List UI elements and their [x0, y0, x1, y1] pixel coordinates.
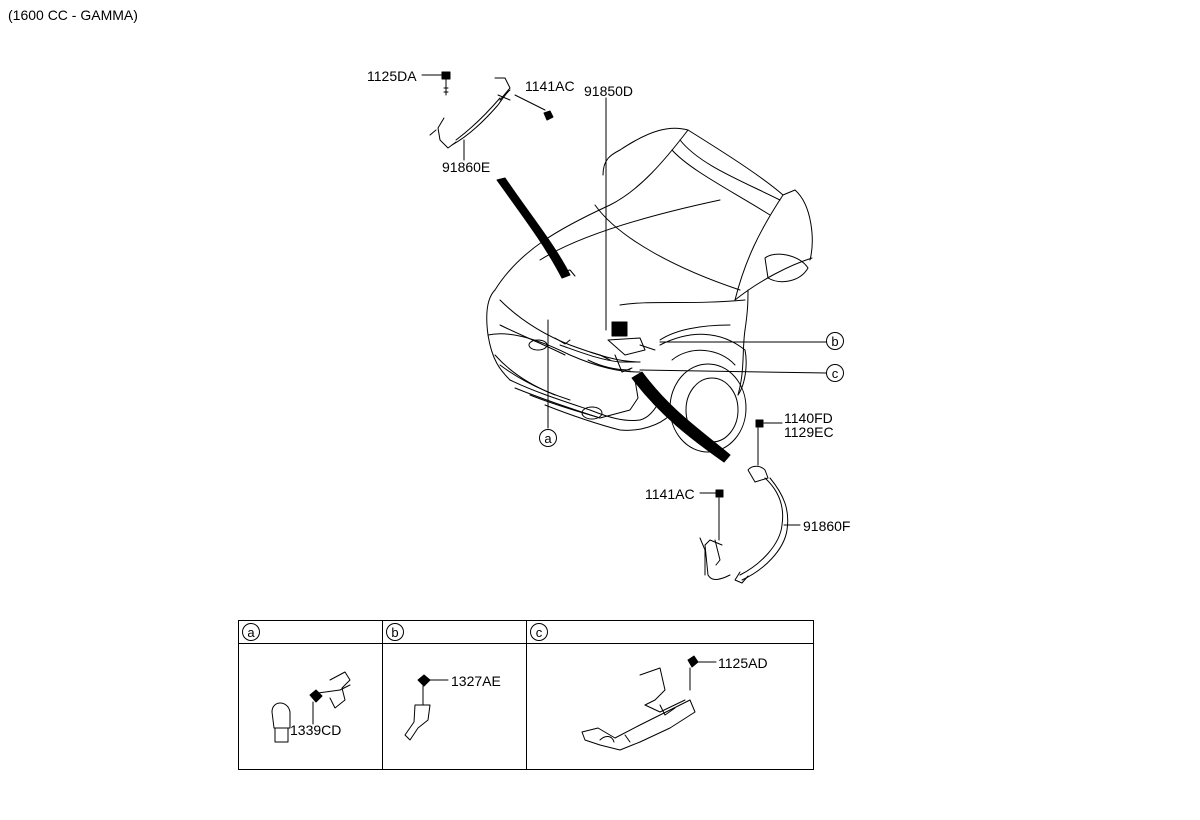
detail-panel: a b c — [238, 620, 814, 770]
label-1140FD: 1140FD — [784, 410, 833, 426]
section-marker-b: b — [386, 623, 404, 641]
diagram-caption: (1600 CC - GAMMA) — [8, 7, 138, 23]
label-1339CD: 1339CD — [290, 722, 342, 738]
section-marker-c: c — [530, 623, 548, 641]
detail-a-art — [271, 671, 351, 743]
label-1125DA: 1125DA — [367, 68, 417, 84]
marker-c: c — [826, 364, 844, 382]
label-1129EC: 1129EC — [784, 424, 834, 440]
engine-bay-harness — [554, 269, 656, 373]
pointer-swoosh-bottom — [631, 371, 731, 463]
panel-divider-2 — [526, 621, 527, 769]
label-91850D: 91850D — [584, 83, 634, 99]
panel-divider-1 — [382, 621, 383, 769]
label-91860E: 91860E — [442, 159, 491, 175]
label-1125AD: 1125AD — [718, 655, 768, 671]
section-marker-a: a — [242, 623, 260, 641]
detail-b-art — [404, 674, 449, 741]
car-illustration — [486, 127, 813, 453]
label-1327AE: 1327AE — [451, 673, 501, 689]
marker-b: b — [826, 332, 844, 350]
pointer-swoosh-top — [496, 177, 571, 279]
marker-a: a — [539, 429, 557, 447]
label-91860F: 91860F — [803, 518, 851, 534]
label-1141AC-bottom: 1141AC — [645, 486, 695, 502]
detail-c-art — [581, 655, 717, 751]
label-1141AC-top: 1141AC — [525, 78, 575, 94]
cable-91860F — [699, 419, 801, 584]
cable-91860E — [421, 71, 554, 161]
